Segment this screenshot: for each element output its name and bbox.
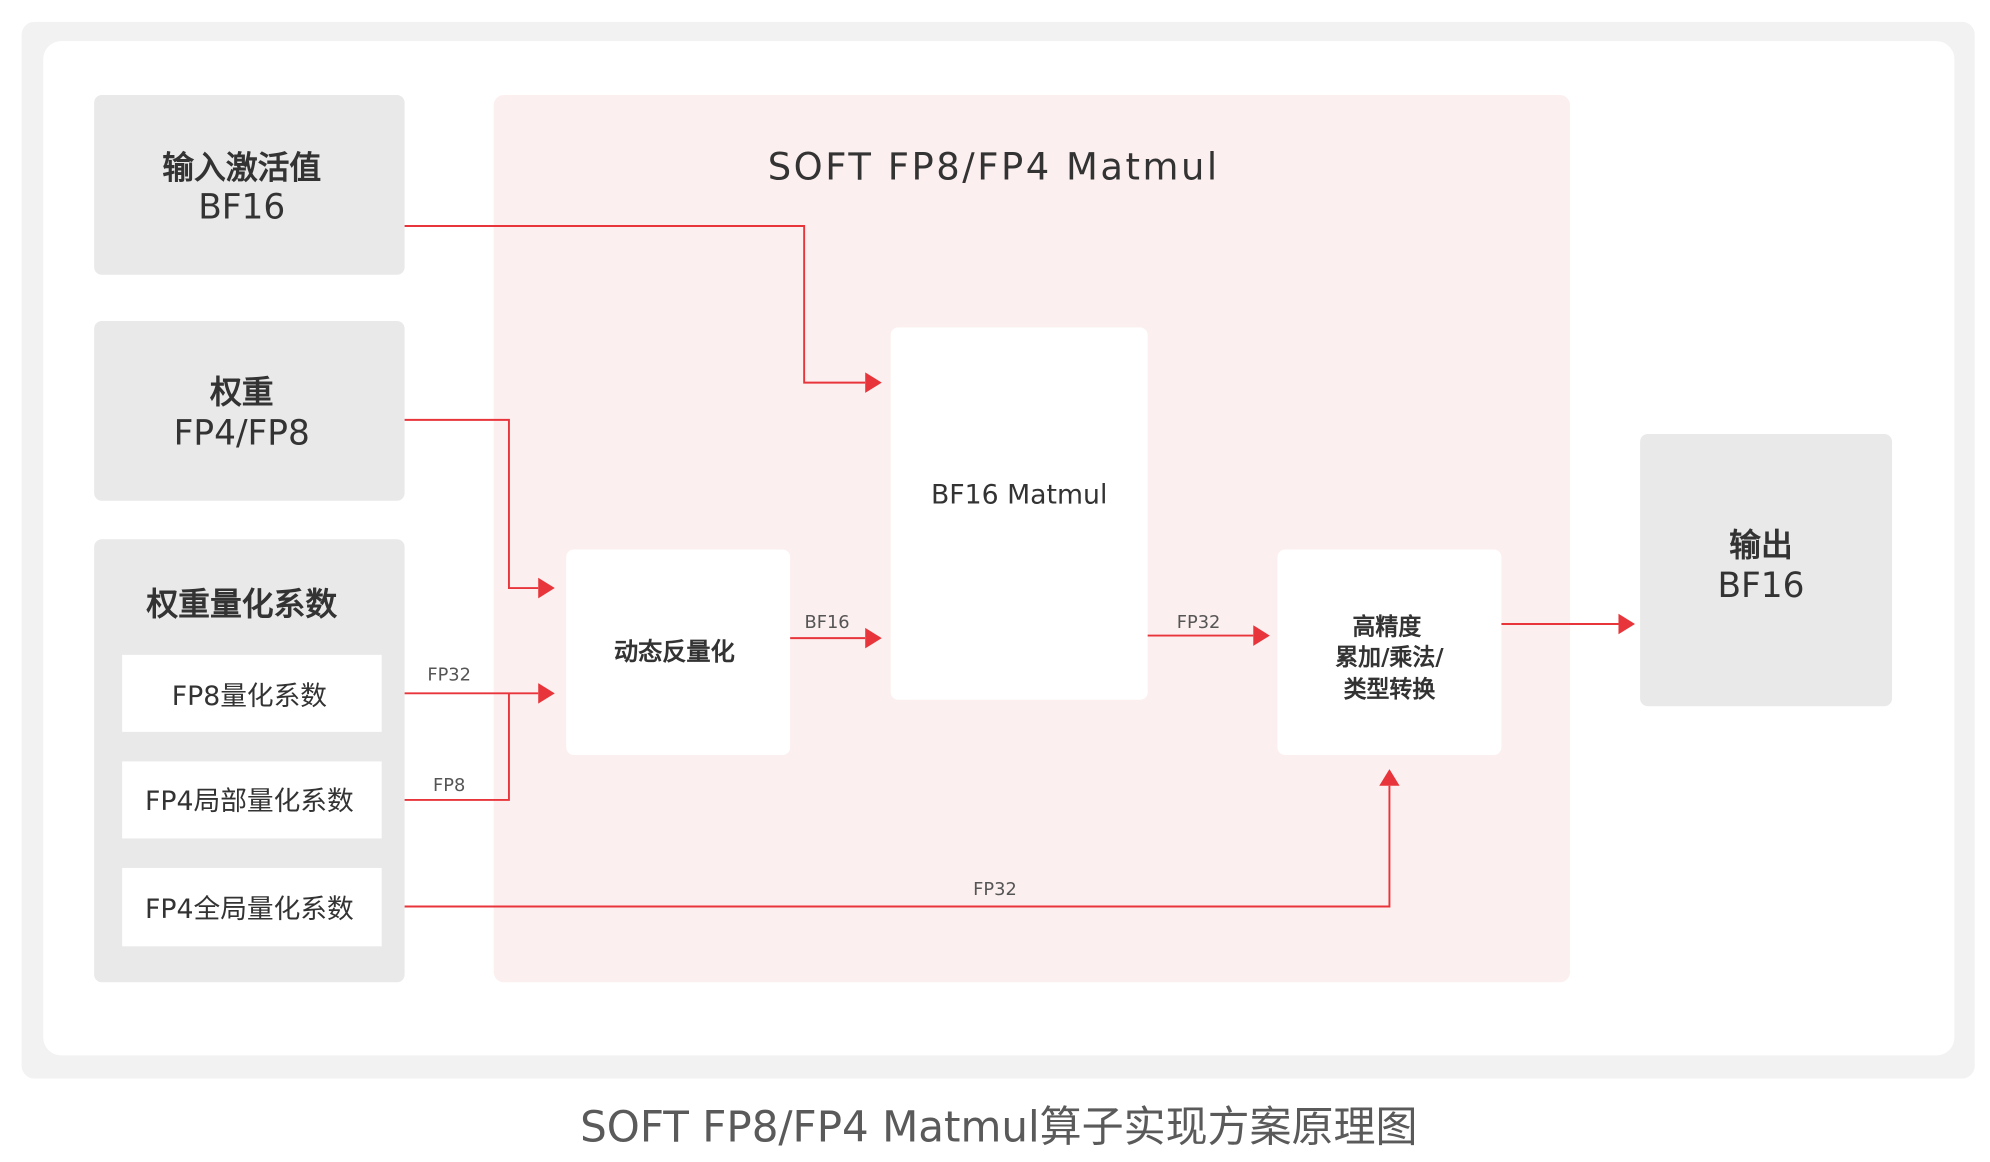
arrowhead: [538, 577, 555, 599]
edge-label-matmul-out: FP32: [1177, 612, 1221, 633]
dequant-block: 动态反量化: [566, 549, 791, 755]
activation-arrow: [404, 225, 866, 384]
fp4-local-scale-label: FP4局部量化系数: [145, 786, 354, 817]
output-box: 输出 BF16: [1640, 433, 1893, 707]
fp4-global-scale-arrow: [404, 785, 1391, 908]
figure-caption: SOFT FP8/FP4 Matmul算子实现方案原理图: [580, 1102, 1417, 1151]
weight-label: 权重: [209, 373, 274, 411]
matmul-label: BF16 Matmul: [931, 479, 1107, 510]
edge-label-dequant-out: BF16: [805, 612, 850, 633]
fp4-local-scale-arrow: [404, 693, 510, 801]
scales-input-box: 权重量化系数 FP8量化系数 FP4局部量化系数 FP4全局量化系数: [94, 539, 405, 983]
fp4-global-scale-box: [122, 867, 382, 947]
edge-label-fp8-scale: FP32: [427, 664, 471, 685]
activation-input-box: 输入激活值 BF16: [94, 95, 405, 275]
output-label: 输出: [1729, 526, 1793, 564]
arrows: [404, 225, 1636, 908]
arrowhead: [1618, 613, 1636, 635]
arrowhead: [538, 683, 555, 704]
accum-label-2: 累加/乘法/: [1335, 645, 1444, 671]
fp4-local-scale-box: [122, 761, 382, 839]
output-dtype: BF16: [1717, 566, 1804, 606]
arrowhead: [865, 627, 882, 649]
region-title: SOFT FP8/FP4 Matmul: [768, 146, 1220, 189]
scales-title: 权重量化系数: [145, 585, 337, 623]
bf16-matmul-block: BF16 Matmul: [890, 327, 1148, 700]
fp8-scale-box: [122, 654, 382, 732]
activation-dtype: BF16: [198, 187, 285, 227]
arrowhead: [865, 372, 882, 393]
accum-label-1: 高精度: [1353, 613, 1423, 640]
weight-arrow: [404, 418, 539, 590]
dequant-label: 动态反量化: [614, 637, 735, 666]
accumulate-block: 高精度 累加/乘法/ 类型转换: [1277, 549, 1502, 755]
arrowhead: [1379, 769, 1400, 786]
accum-label-3: 类型转换: [1344, 676, 1437, 703]
edge-label-fp4-global: FP32: [973, 879, 1017, 900]
fp4-global-scale-label: FP4全局量化系数: [145, 894, 354, 925]
weight-dtype: FP4/FP8: [174, 413, 310, 453]
edge-label-fp4-local: FP8: [433, 775, 465, 796]
activation-label: 输入激活值: [162, 148, 321, 186]
fp8-scale-label: FP8量化系数: [172, 681, 327, 712]
weight-input-box: 权重 FP4/FP8: [94, 320, 405, 501]
arrowhead: [1253, 625, 1270, 646]
